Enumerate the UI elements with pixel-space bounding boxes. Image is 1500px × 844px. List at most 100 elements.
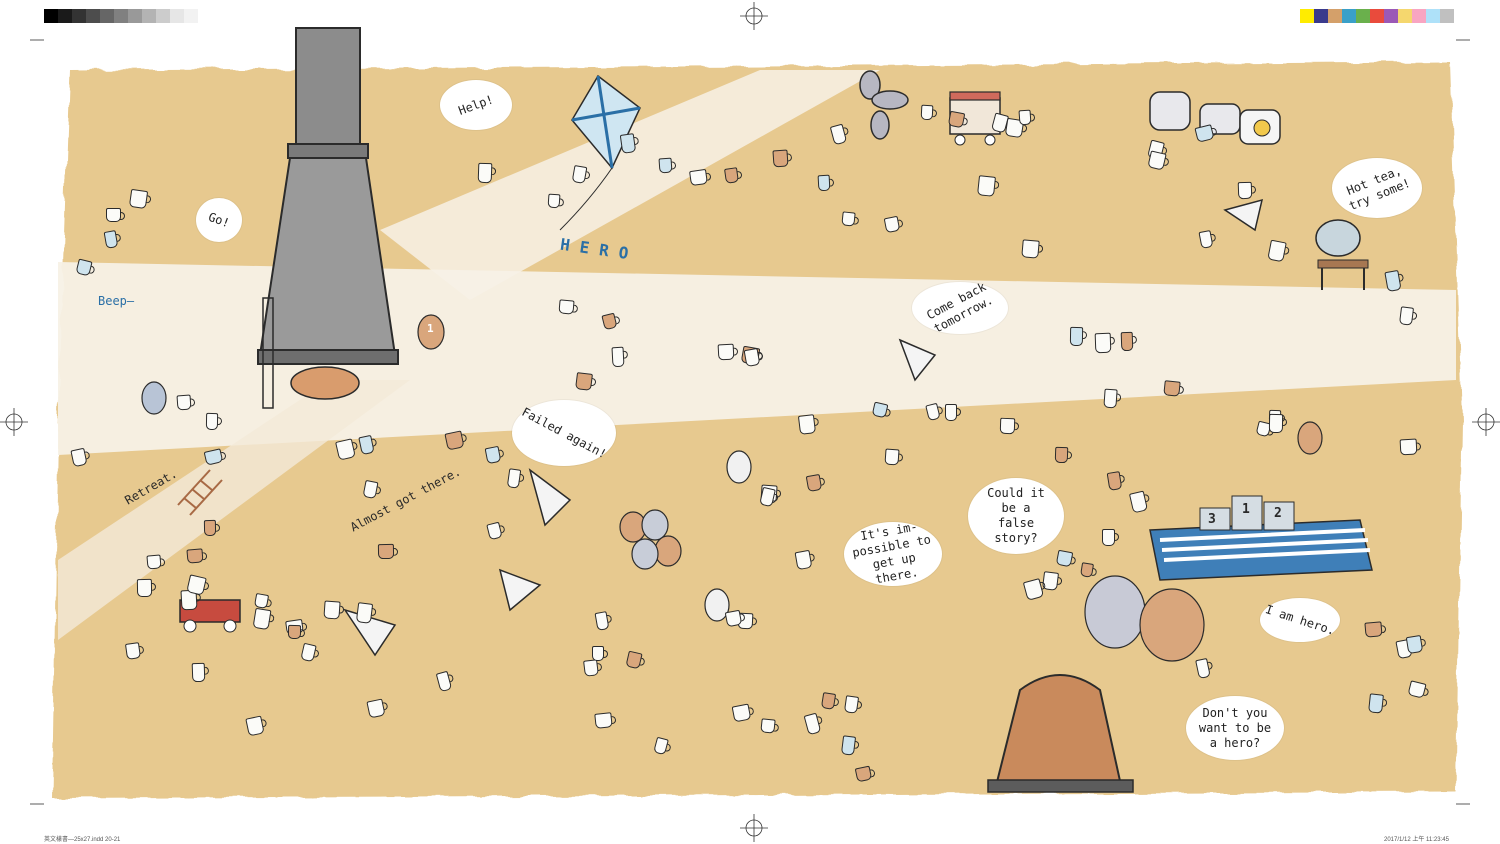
tower [257,27,399,409]
cup-character [191,663,206,683]
color-swatch [170,9,184,23]
color-swatch [1440,9,1454,23]
cup-character [128,188,148,209]
color-swatch [1412,9,1426,23]
cup-character [146,554,162,570]
cup-character [688,169,708,187]
teapot-table [1315,219,1369,290]
color-swatch [100,9,114,23]
color-swatch [198,9,212,23]
speech-dont-you-want-text: Don't you want to be a hero? [1198,705,1272,750]
speech-bubble-impossible: It's im-possible to get up there. [844,519,942,586]
cup-character [1069,327,1084,347]
cup-character [1268,413,1284,433]
speech-hot-tea-text: Hot tea, try some! [1344,163,1413,214]
speech-bubble-go: Go! [196,198,242,242]
cup-character [593,711,613,729]
cup-character [805,473,823,492]
speech-go-text: Go! [206,209,232,230]
color-swatch [86,9,100,23]
cup-character [1054,446,1069,464]
cup-character [558,299,575,315]
cup-character [1018,109,1032,126]
color-swatch [1426,9,1440,23]
cup-character [355,602,373,624]
cup-character [743,348,761,368]
cup-character [444,430,465,451]
cup-character [365,698,386,719]
color-swatch [72,9,86,23]
cup-character [1021,238,1040,259]
color-swatch [1370,9,1384,23]
cup-character [547,193,561,208]
cup-character [484,445,501,465]
cup-character [1000,417,1016,435]
cup-character [820,691,837,710]
cup-character [1080,562,1095,579]
cup-character [203,519,216,537]
speech-bubble-dont-you-want: Don't you want to be a hero? [1186,696,1284,760]
cup-character [105,207,125,222]
cup-character [794,549,813,571]
balloon-dog [859,70,909,140]
podium-number-2: 2 [1274,506,1282,521]
cup-character [176,394,192,411]
cup-character [137,579,153,598]
speech-bubble-could-it-be: Could it be a false story? [968,478,1064,554]
cup-character [288,625,302,640]
cup-character [945,404,962,422]
color-swatch [1314,9,1328,23]
cup-character [1101,529,1119,547]
cup-character [1368,693,1385,714]
cup-character [611,346,625,367]
color-swatch [184,9,198,23]
cup-character [1106,471,1123,491]
color-swatch [58,9,72,23]
color-bar-right [1300,9,1454,23]
round-table [290,366,360,400]
cup-character [1384,269,1402,293]
cup-character [884,448,900,466]
speech-bubble-come-back-tomorrow: Come back tomorrow. [912,279,1008,336]
color-swatch [128,9,142,23]
podium [1149,495,1373,581]
cup-character [977,174,997,197]
light-beam-upper [380,70,880,300]
cup-character [69,447,88,468]
cup-character [840,735,856,756]
file-info: 英文樣書—25x27.indd 20-21 [44,837,121,843]
cup-character [506,468,521,489]
cup-character [186,548,204,564]
cup-character [574,371,593,391]
cup-character [477,162,493,183]
cup-character [840,211,856,227]
cup-character [920,104,934,120]
cup-character [883,215,901,233]
cup-character [245,715,265,737]
speech-bubble-help: Help! [440,80,512,130]
birds [343,198,1264,657]
color-swatch [114,9,128,23]
cup-character [582,659,599,677]
light-beam-lower [58,380,410,640]
speech-bubble-i-am-hero: I am hero. [1260,598,1340,642]
cup-character [1364,621,1383,639]
cup-character [1406,634,1424,654]
color-swatch [1342,9,1356,23]
cup-character [591,646,608,662]
kite [559,74,641,231]
cup-character [723,166,739,184]
podium-number-1: 1 [1242,502,1250,517]
balloons [141,314,1323,662]
cup-character [658,157,673,174]
color-swatch [44,9,58,23]
cup-character [1103,388,1118,409]
speech-bubble-failed-again: Failed again! [512,400,616,466]
speech-could-it-be-text: Could it be a false story? [987,486,1045,545]
speech-i-am-hero-text: I am hero. [1263,601,1337,638]
cup-character [1238,181,1253,200]
cup-character [797,413,817,435]
color-swatch [1356,9,1370,23]
cup-character [323,600,341,620]
